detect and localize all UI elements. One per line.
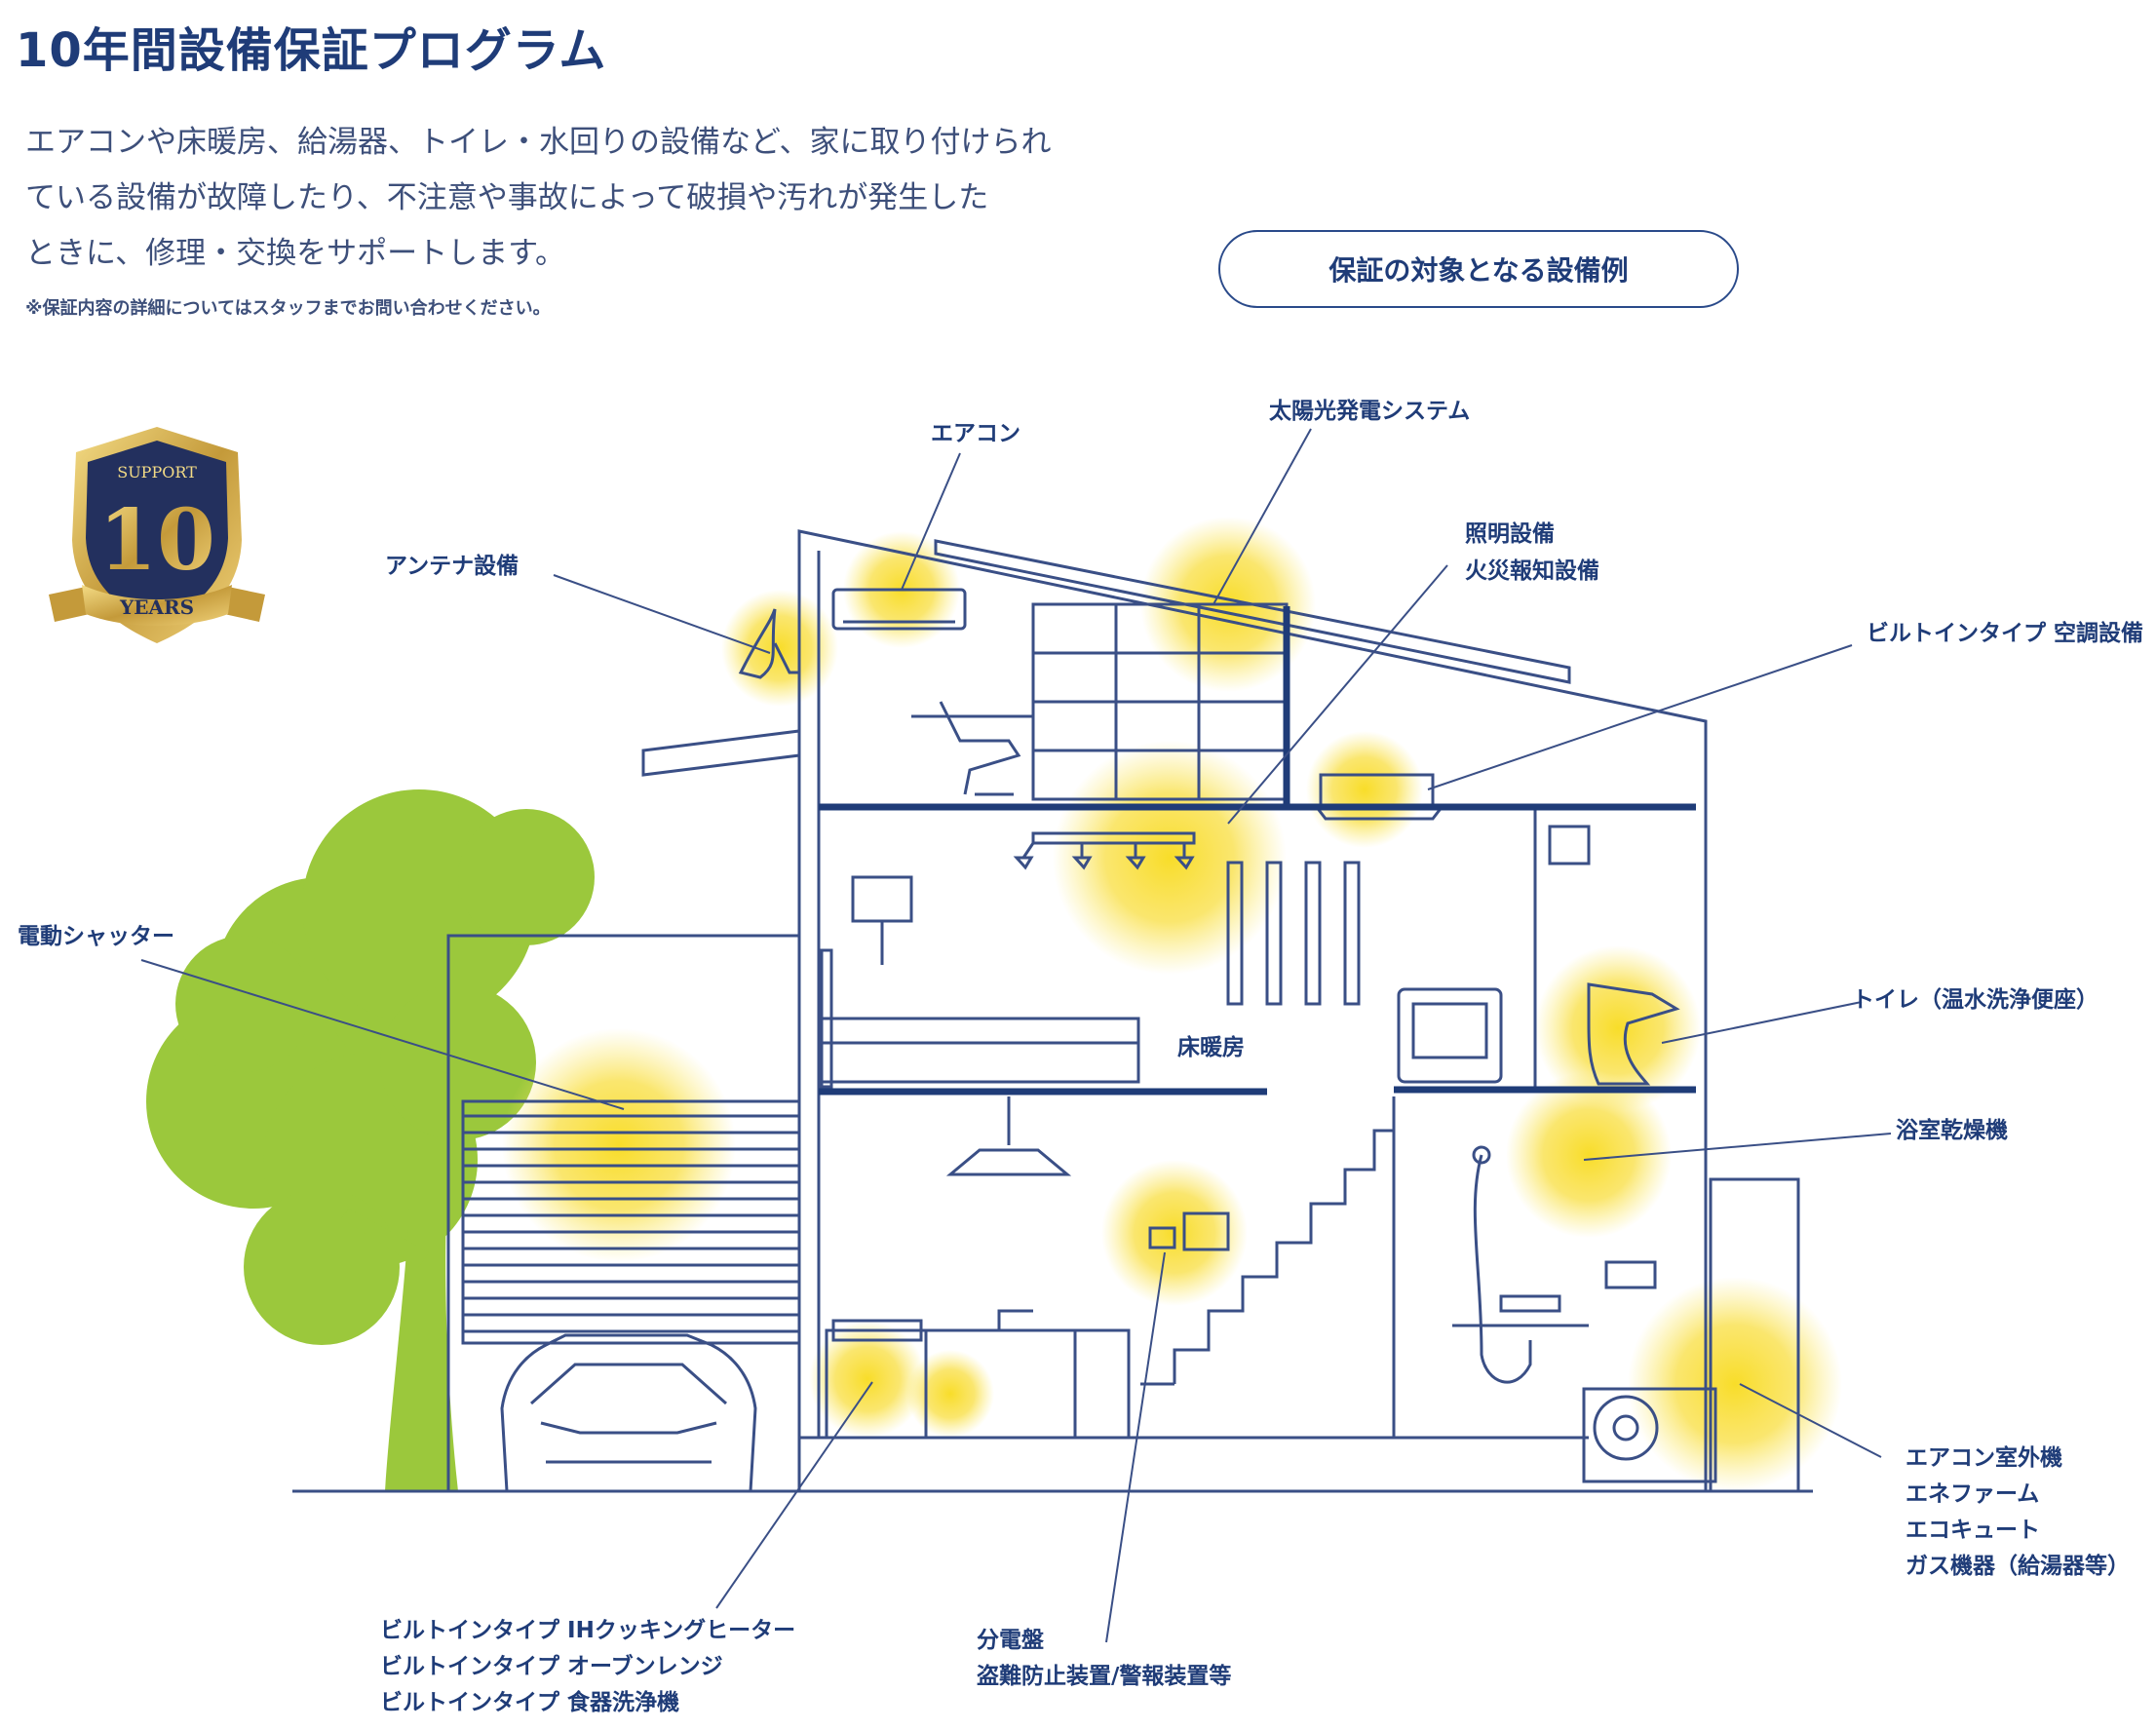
intro-line: エアコンや床暖房、給湯器、トイレ・水回りの設備など、家に取り付けられ: [25, 125, 1052, 160]
label-outdoor-aircon: エアコン室外機: [1906, 1445, 2062, 1471]
intro-text: エアコンや床暖房、給湯器、トイレ・水回りの設備など、家に取り付けられ ている設備…: [25, 115, 1107, 282]
label-builtin-ac: ビルトインタイプ 空調設備: [1867, 621, 2144, 646]
label-toilet: トイレ（温水洗浄便座）: [1852, 987, 2098, 1013]
label-floor-heating: 床暖房: [1177, 1035, 1245, 1060]
label-oven-range: ビルトインタイプ オーブンレンジ: [380, 1654, 723, 1679]
label-dishwasher: ビルトインタイプ 食器洗浄機: [380, 1690, 680, 1715]
badge-bottom-text: YEARS: [119, 596, 194, 619]
label-aircon: エアコン: [931, 421, 1020, 446]
covered-equipment-pill: 保証の対象となる設備例: [1218, 230, 1739, 308]
highlight-glows: [502, 517, 1842, 1491]
intro-line: ときに、修理・交換をサポートします。: [25, 236, 565, 271]
label-outdoor-group: エアコン室外機 エネファーム エコキュート ガス機器（給湯器等）: [1906, 1441, 2130, 1585]
support-10-years-badge: SUPPORT 10 YEARS: [49, 427, 265, 643]
label-bath-dryer: 浴室乾燥機: [1896, 1118, 2008, 1143]
label-shutter: 電動シャッター: [18, 924, 174, 949]
label-kitchen-group: ビルトインタイプ IHクッキングヒーター ビルトインタイプ オーブンレンジ ビル…: [380, 1613, 795, 1721]
label-fire-alarm: 火災報知設備: [1465, 558, 1599, 584]
badge-top-text: SUPPORT: [117, 463, 197, 481]
label-security-device: 盗難防止装置/警報装置等: [977, 1664, 1232, 1689]
label-ecocute: エコキュート: [1906, 1518, 2040, 1543]
label-ih-heater: ビルトインタイプ IHクッキングヒーター: [380, 1618, 796, 1643]
intro-line: ている設備が故障したり、不注意や事故によって破損や汚れが発生した: [25, 180, 989, 215]
floor-lines: [819, 606, 1696, 1096]
label-distribution-board: 分電盤: [977, 1628, 1044, 1653]
leader-lines: [140, 428, 1892, 1643]
label-antenna: アンテナ設備: [385, 554, 520, 579]
tree-illustration: [146, 789, 595, 1491]
house-outline: [292, 529, 1813, 1493]
label-lighting: 照明設備: [1465, 521, 1555, 547]
label-gas-equipment: ガス機器（給湯器等）: [1906, 1554, 2130, 1579]
label-solar: 太陽光発電システム: [1269, 399, 1471, 424]
page-title: 10年間設備保証プログラム: [16, 23, 607, 78]
label-enefarm: エネファーム: [1906, 1481, 2040, 1507]
badge-number: 10: [98, 491, 215, 590]
footnote: ※保証内容の詳細についてはスタッフまでお問い合わせください。: [25, 298, 551, 319]
label-panel-group: 分電盤 盗難防止装置/警報装置等: [977, 1623, 1231, 1695]
